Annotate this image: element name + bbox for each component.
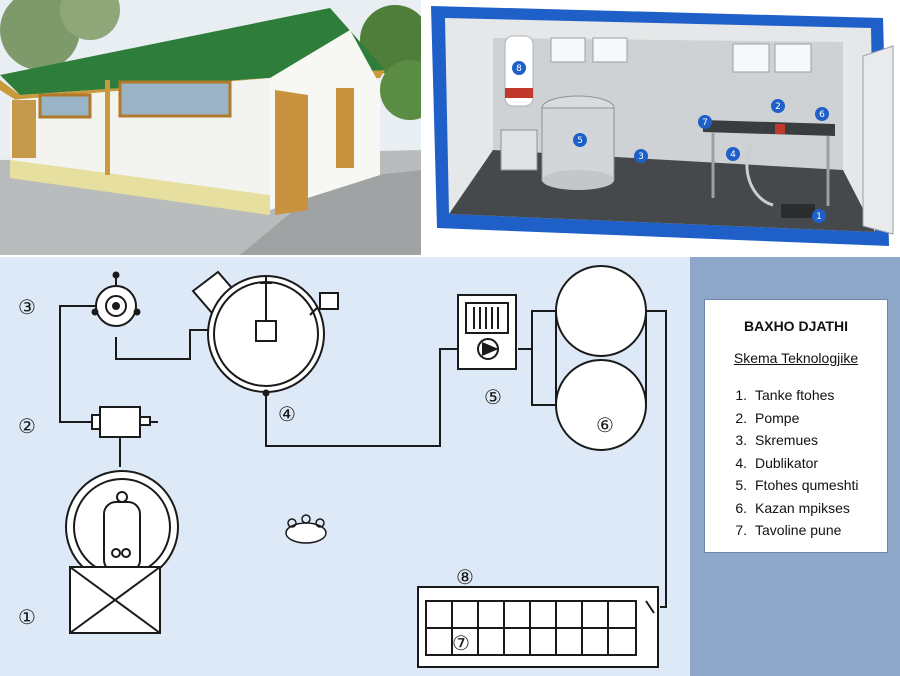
container-marker-3: 3 (634, 149, 648, 163)
schematic-marker-4: ④ (278, 402, 296, 426)
legend-box: BAXHO DJATHI Skema Teknologjike 1. Tanke … (704, 299, 888, 553)
container-marker-2: 2 (771, 99, 785, 113)
svg-text:7: 7 (702, 118, 708, 128)
cooling-tank-symbol (65, 470, 179, 634)
legend-item-number: 7. (735, 522, 747, 538)
legend-item-number: 2. (735, 409, 747, 426)
double-boiler-symbol (191, 270, 339, 397)
schematic-marker-1: ① (18, 605, 36, 629)
legend-item-label: Pompe (755, 409, 800, 426)
legend-item-label: Skremues (755, 432, 819, 448)
legend-item-label: Tavoline pune (755, 522, 842, 538)
legend-item-label: Ftohes qumeshti (755, 477, 859, 493)
legend-item: 2. Pompe (723, 407, 859, 430)
container-marker-7: 7 (698, 115, 712, 129)
legend-panel: BAXHO DJATHI Skema Teknologjike 1. Tanke … (690, 257, 900, 676)
work-table-symbol (417, 586, 659, 668)
legend-item-label: Dublikator (755, 454, 819, 471)
schematic-marker-2: ② (18, 414, 36, 438)
legend-item-number: 6. (735, 499, 747, 516)
schematic-marker-7: ⑦ (452, 631, 470, 655)
legend-item: 3. Skremues (723, 429, 859, 452)
legend-list: 1. Tanke ftohes 2. Pompe 3. Skremues 4. Dubl… (723, 384, 859, 542)
container-interior-image: 8 5 3 7 2 4 6 1 (423, 0, 900, 255)
separator-symbol (91, 271, 141, 327)
pump-symbol (91, 406, 151, 438)
legend-item-number: 3. (735, 432, 747, 448)
svg-text:8: 8 (516, 64, 522, 74)
legend-item: 7. Tavoline pune (723, 519, 859, 542)
legend-item: 5. Ftohes qumeshti (723, 474, 859, 497)
legend-item-label: Kazan mpikses (755, 499, 850, 516)
container-marker-8: 8 (512, 61, 526, 75)
container-marker-4: 4 (726, 147, 740, 161)
operator-emblem (285, 514, 327, 544)
svg-text:1: 1 (816, 212, 822, 222)
svg-text:2: 2 (775, 102, 781, 112)
svg-text:3: 3 (638, 152, 644, 162)
schematic-marker-6: ⑥ (596, 413, 614, 437)
container-marker-6: 6 (815, 107, 829, 121)
legend-subtitle: Skema Teknologjike (733, 350, 859, 366)
svg-text:6: 6 (819, 110, 825, 120)
building-exterior-image (0, 0, 421, 255)
legend-item: 1. Tanke ftohes (723, 384, 859, 407)
legend-title: BAXHO DJATHI (744, 318, 848, 334)
schematic-marker-8: ⑧ (456, 565, 474, 589)
milk-cooler-symbol (457, 294, 517, 370)
svg-text:4: 4 (730, 150, 736, 160)
legend-item: 6. Kazan mpikses (723, 497, 859, 520)
legend-item-number: 5. (735, 477, 747, 493)
schematic-marker-3: ③ (18, 295, 36, 319)
svg-text:5: 5 (577, 136, 583, 146)
container-marker-5: 5 (573, 133, 587, 147)
legend-item-number: 1. (735, 387, 747, 403)
container-marker-1: 1 (812, 209, 826, 223)
legend-item-number: 4. (735, 454, 747, 471)
legend-item-label: Tanke ftohes (755, 387, 835, 403)
curdling-vats-symbol (555, 265, 647, 451)
schematic-marker-5: ⑤ (484, 385, 502, 409)
process-schematic: ③ ② ① ④ ⑤ ⑥ ⑧ ⑦ (0, 257, 690, 676)
legend-item: 4. Dublikator (723, 452, 859, 475)
